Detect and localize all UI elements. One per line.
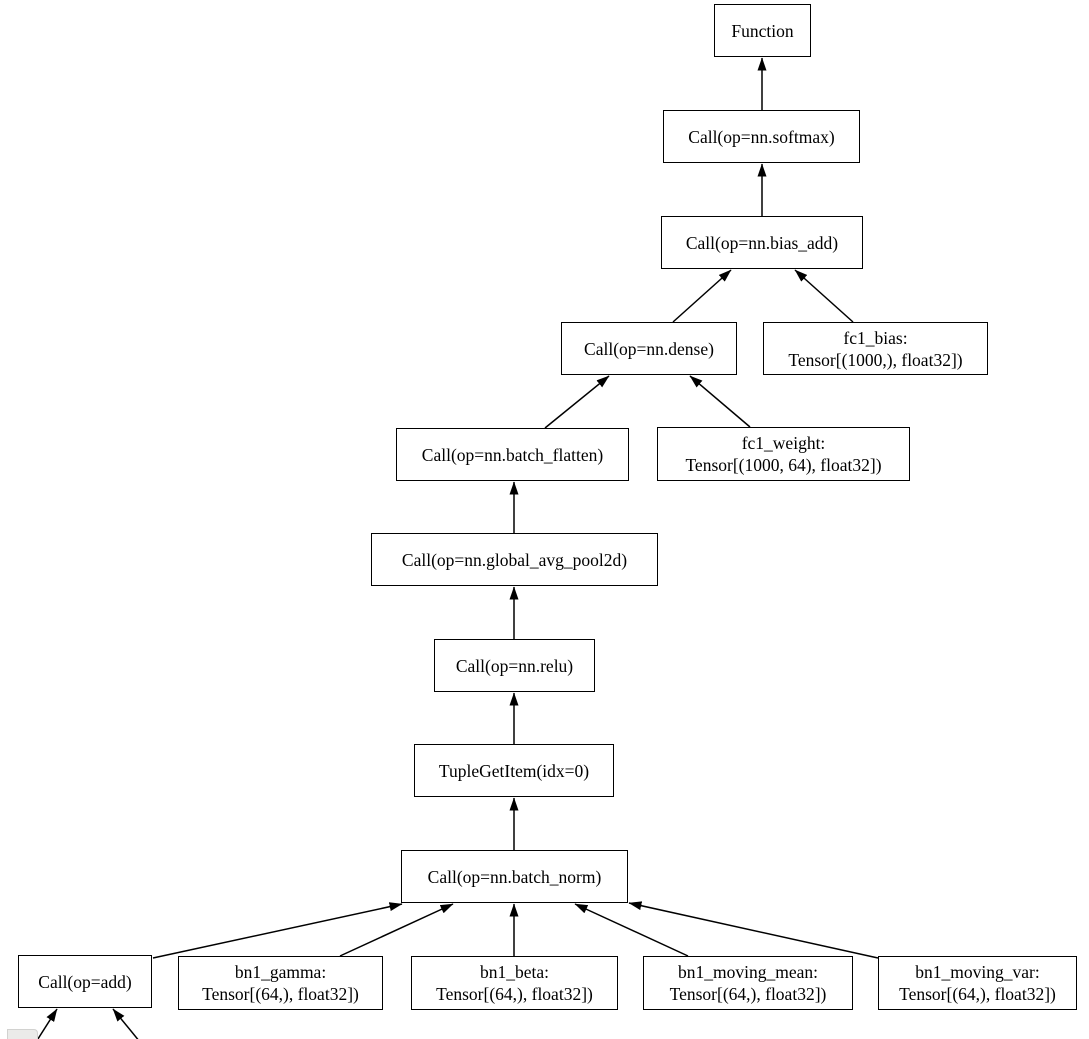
- edge-batch-flatten-to-dense: [544, 375, 610, 429]
- node-dense: Call(op=nn.dense): [561, 322, 737, 375]
- edge-bn1-moving-mean-to-batch-norm: [574, 903, 689, 957]
- node-label: bn1_moving_mean:: [678, 962, 818, 982]
- node-label: Call(op=nn.bias_add): [685, 232, 839, 253]
- edge-fc1-weight-to-dense: [689, 375, 751, 428]
- node-label: Tensor[(64,), float32]): [669, 984, 827, 1004]
- node-label: Tensor[(64,), float32]): [899, 984, 1056, 1004]
- edge-fc1-bias-to-bias-add: [794, 269, 854, 323]
- node-add: Call(op=add): [18, 955, 152, 1008]
- edge-add-to-batch-norm: [152, 902, 403, 959]
- edge-bn1-gamma-to-batch-norm: [339, 903, 454, 957]
- node-bias-add: Call(op=nn.bias_add): [661, 216, 863, 269]
- node-function: Function: [714, 4, 811, 57]
- node-label: fc1_weight:: [741, 433, 826, 453]
- edge-dense-to-bias-add: [672, 269, 732, 323]
- node-batch-flatten: Call(op=nn.batch_flatten): [396, 428, 629, 481]
- edge-offscreen-right-to-add: [112, 1008, 139, 1039]
- node-label: Call(op=nn.batch_flatten): [421, 444, 604, 465]
- node-label: bn1_moving_var:: [915, 962, 1040, 982]
- node-bn1-gamma: bn1_gamma:Tensor[(64,), float32]): [178, 956, 383, 1010]
- node-label: Call(op=nn.softmax): [688, 126, 835, 147]
- node-tuple-get-item: TupleGetItem(idx=0): [414, 744, 614, 797]
- node-global-avg-pool2d: Call(op=nn.global_avg_pool2d): [371, 533, 658, 586]
- edge-bn1-moving-var-to-batch-norm: [628, 901, 879, 959]
- node-bn1-moving-mean: bn1_moving_mean:Tensor[(64,), float32]): [643, 956, 853, 1010]
- node-batch-norm: Call(op=nn.batch_norm): [401, 850, 628, 903]
- node-label: Call(op=nn.relu): [455, 655, 574, 676]
- node-label: Call(op=nn.dense): [584, 338, 714, 359]
- node-label: Tensor[(64,), float32]): [436, 984, 593, 1004]
- node-label: Call(op=nn.global_avg_pool2d): [401, 549, 628, 570]
- node-bn1-beta: bn1_beta:Tensor[(64,), float32]): [411, 956, 618, 1010]
- node-label: Tensor[(1000, 64), float32]): [685, 455, 882, 475]
- node-label: TupleGetItem(idx=0): [438, 760, 590, 781]
- node-label: Tensor[(1000,), float32]): [788, 349, 963, 370]
- graph-edges: [37, 57, 879, 1039]
- node-label: Function: [731, 20, 794, 41]
- node-relu: Call(op=nn.relu): [434, 639, 595, 692]
- edge-offscreen-left-to-add: [37, 1008, 58, 1039]
- node-label: bn1_gamma:: [234, 962, 327, 982]
- node-softmax: Call(op=nn.softmax): [663, 110, 860, 163]
- browser-status-bubble: [7, 1029, 38, 1039]
- node-label: Call(op=add): [38, 971, 132, 992]
- node-fc1-weight: fc1_weight:Tensor[(1000, 64), float32]): [657, 427, 910, 481]
- node-label: Tensor[(64,), float32]): [202, 984, 359, 1004]
- node-label: Call(op=nn.batch_norm): [427, 866, 602, 887]
- node-label: bn1_beta:: [479, 962, 549, 982]
- node-bn1-moving-var: bn1_moving_var:Tensor[(64,), float32]): [878, 956, 1077, 1010]
- node-label: fc1_bias:: [843, 327, 908, 348]
- node-fc1-bias: fc1_bias:Tensor[(1000,), float32]): [763, 322, 988, 375]
